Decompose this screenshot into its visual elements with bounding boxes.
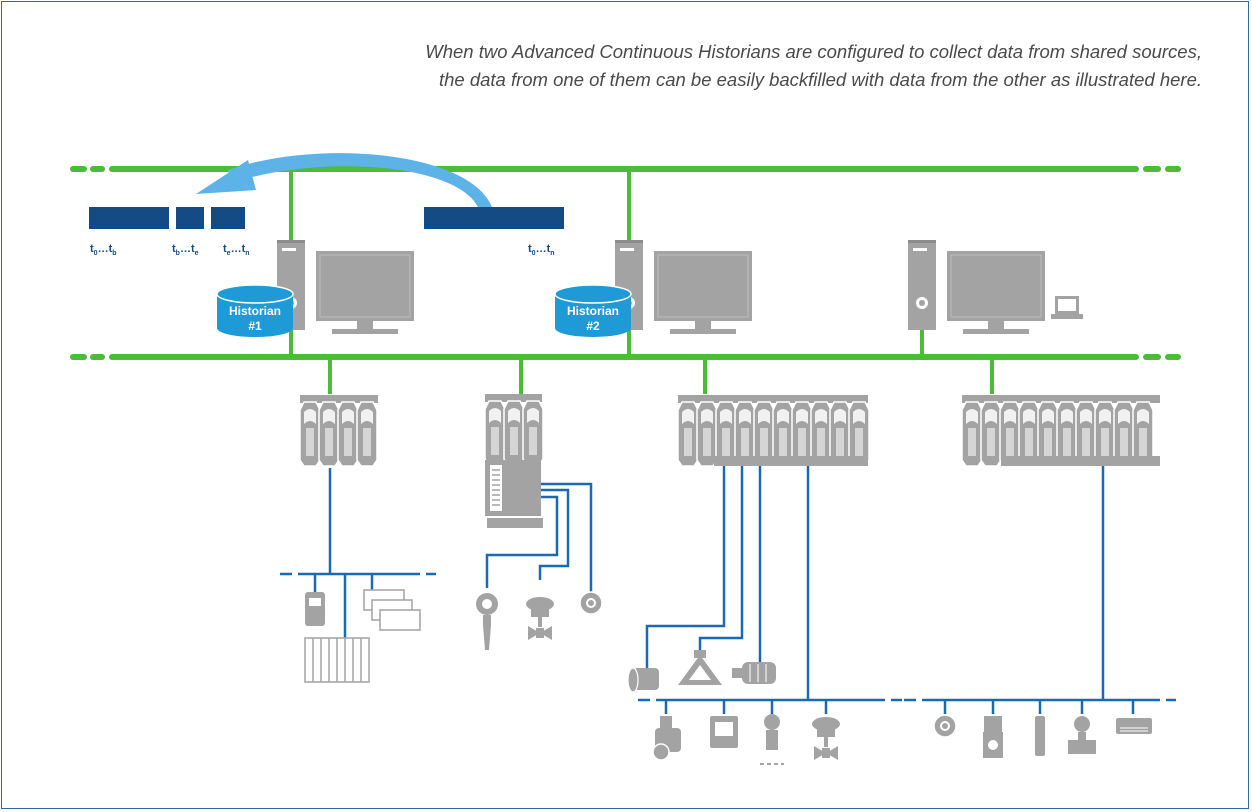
control-valve-1 [526,597,554,640]
green-drop-lines [289,169,994,394]
level-transmitter [476,593,498,650]
motor [732,662,776,684]
caption-line-2: the data from one of them can be easily … [438,69,1202,90]
historian2-workstation [615,240,753,335]
hvac-unit [1116,718,1152,734]
drive-device [305,592,325,626]
historian2-data-block [424,207,564,229]
label-t0-tn: t0…tn [528,243,555,257]
historian2-cylinder: Historian #2 [554,284,632,337]
controller-2 [484,394,544,528]
io-racks [363,589,421,631]
data-block-t0-tb [89,207,169,229]
historian2-label-line2: #2 [586,319,600,333]
label-te-tn: te…tn [223,243,250,257]
coriolis-meter [678,650,722,685]
fieldbus-lines [280,466,1176,714]
controller-3 [677,395,870,467]
caption-line-1: When two Advanced Continuous Historians … [425,41,1202,62]
controller-1 [299,395,378,467]
temperature-transmitter-2 [933,714,957,738]
label-t0-tb: t0…tb [90,243,117,257]
historian2-label-line1: Historian [567,304,619,318]
data-block-te-tn [211,207,245,229]
backfill-arrow [196,153,492,207]
caption: When two Advanced Continuous Historians … [202,38,1202,94]
sensor-probe [1035,716,1045,756]
historian1-cylinder: Historian #1 [216,284,294,337]
plc-rack [304,637,370,683]
historian1-label-line1: Historian [229,304,281,318]
temperature-transmitter [579,591,603,615]
camera-device [652,716,681,761]
display-panel [710,716,738,748]
flowmeter [627,667,659,693]
analyzer-device [983,716,1003,758]
data-block-tb-te [176,207,204,229]
historian1-workstation [277,240,415,335]
historian1-data-blocks [89,207,245,229]
pressure-transmitter [760,714,784,765]
label-tb-te: tb…te [172,243,199,257]
controller-4 [961,395,1160,467]
control-valve-2 [812,717,840,760]
historian1-label-line2: #1 [248,319,262,333]
operator-workstation [908,240,1083,335]
magnetic-flowmeter [1068,716,1096,754]
